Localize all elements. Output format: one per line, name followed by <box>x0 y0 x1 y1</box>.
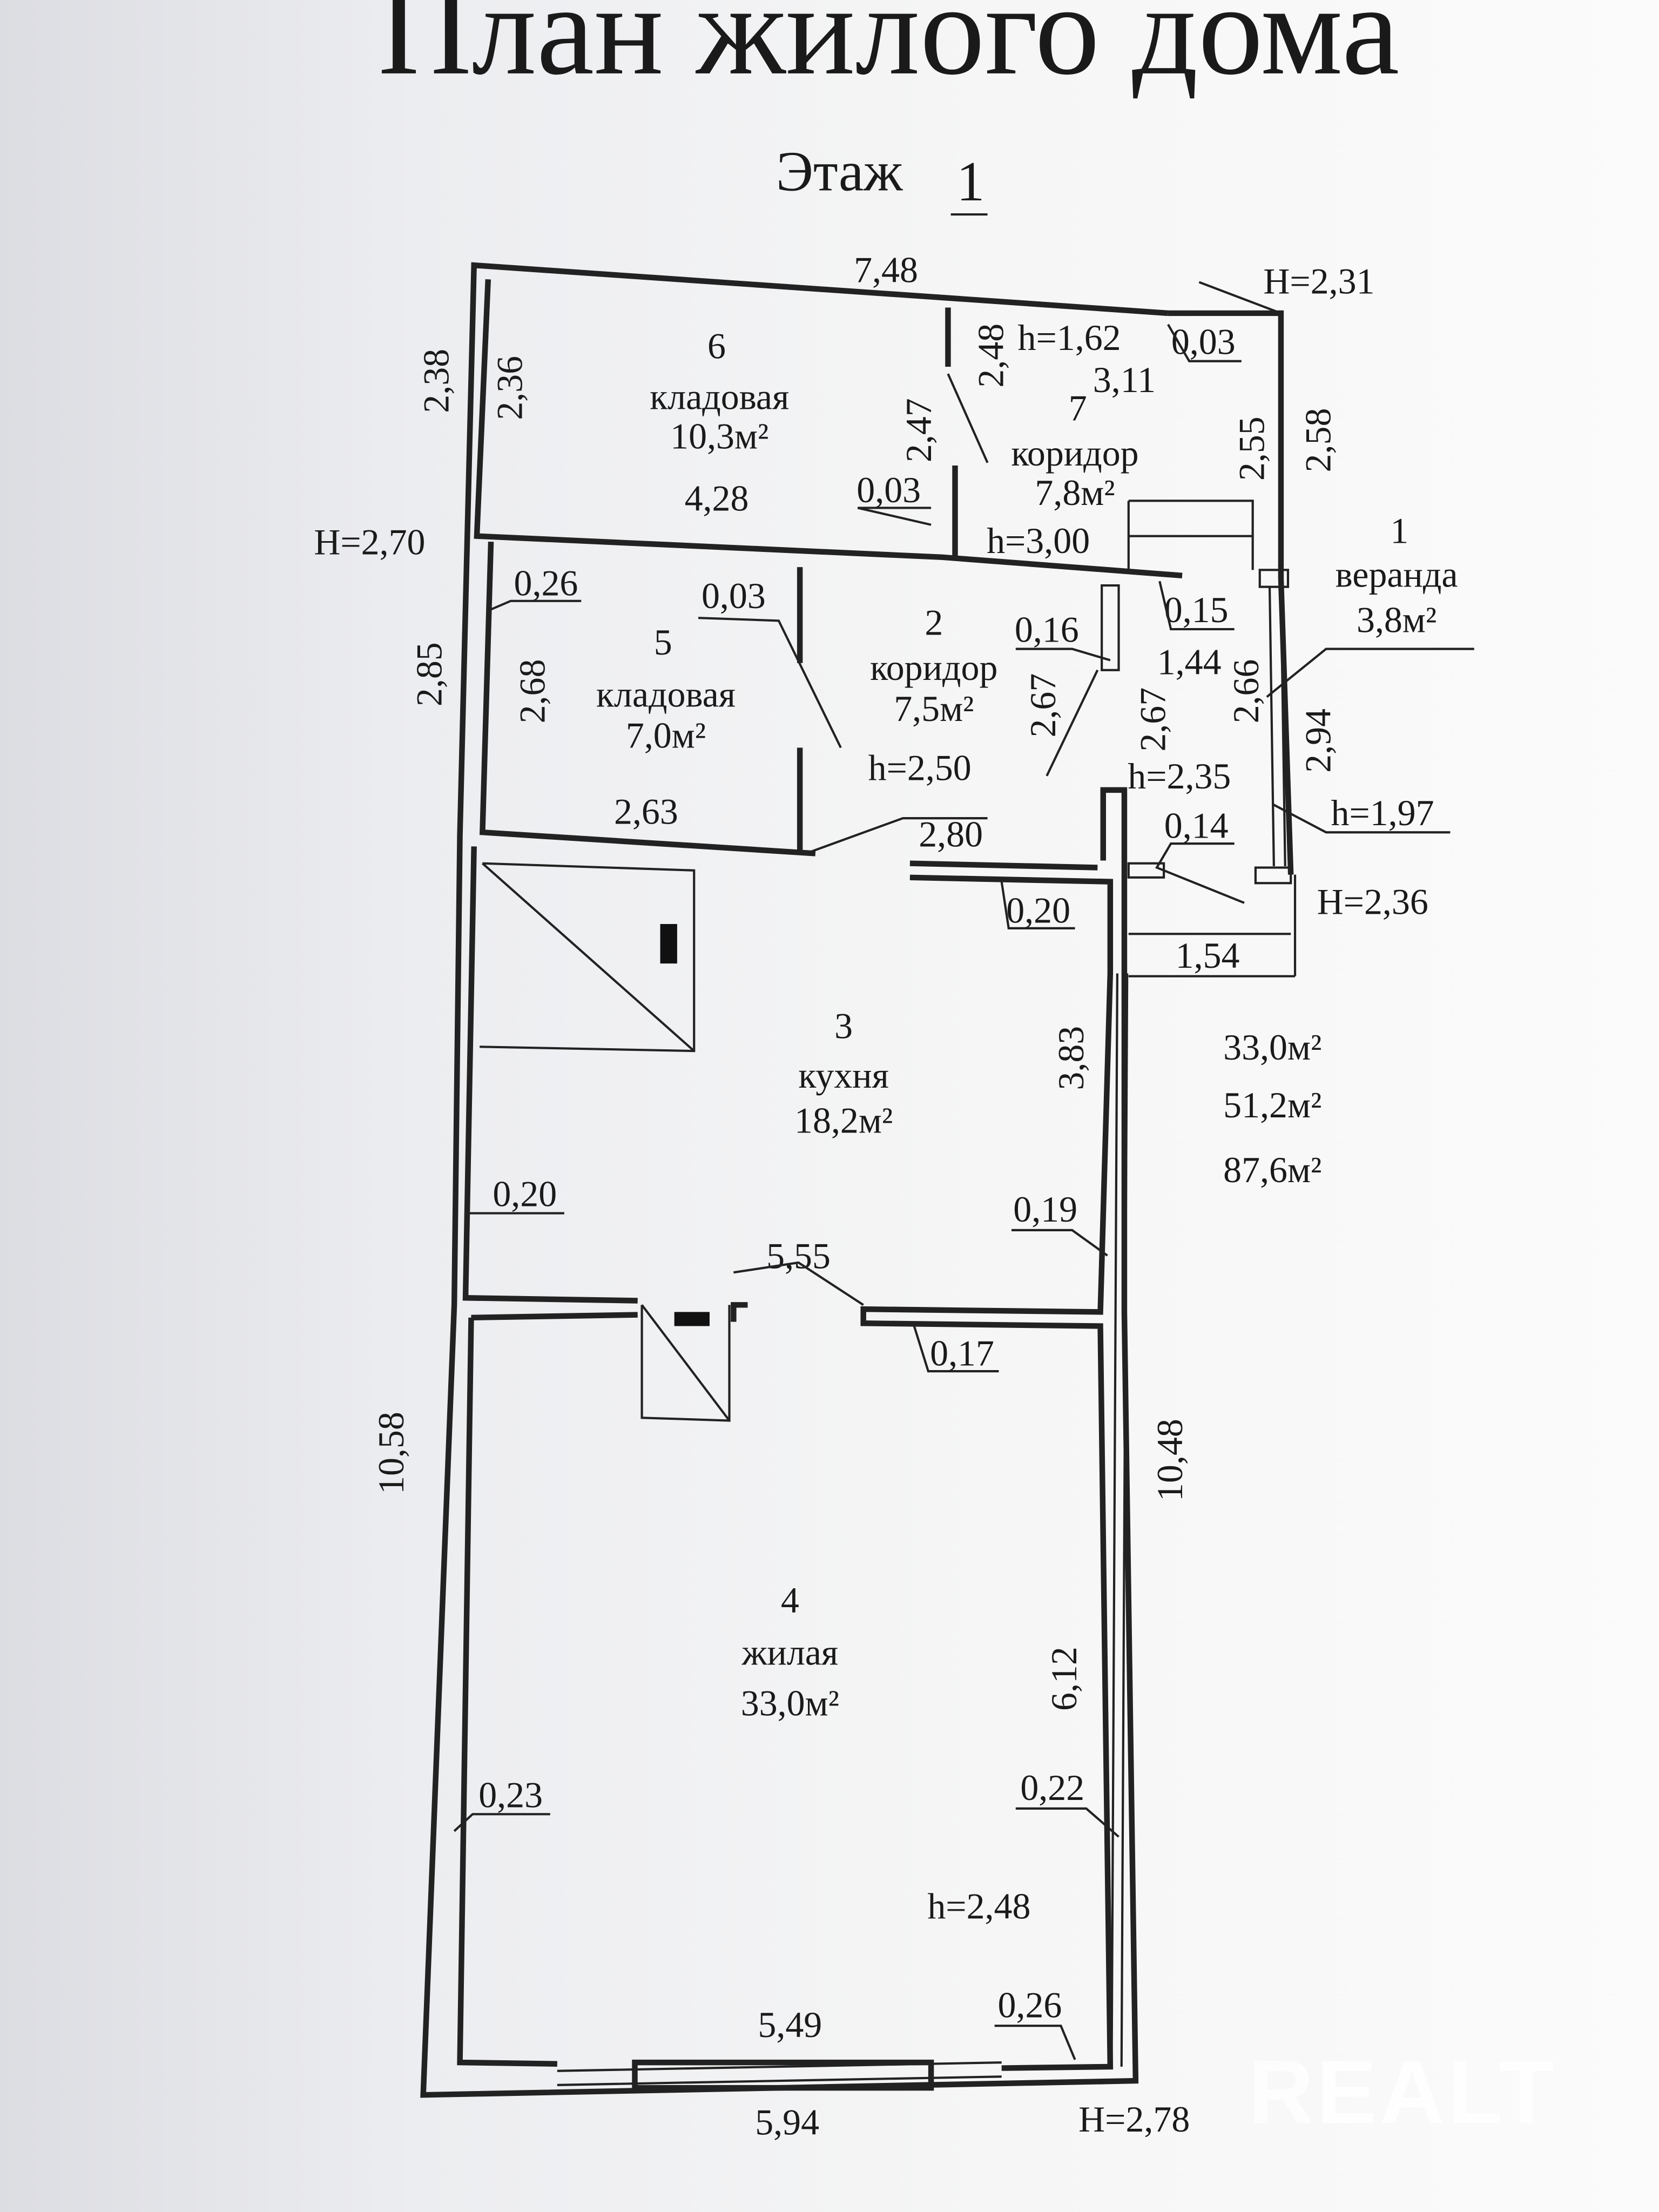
room-area: 10,3м² <box>670 416 768 457</box>
height-label: h=2,50 <box>868 747 972 788</box>
dimension-label: 2,85 <box>409 642 450 706</box>
dimension-label: 2,94 <box>1297 709 1338 773</box>
height-label: h=2,48 <box>927 1886 1030 1927</box>
height-label: H=2,36 <box>1317 881 1428 922</box>
height-label: h=1,62 <box>1018 317 1121 358</box>
room-area: 33,0м² <box>741 1682 839 1723</box>
dimension-label: 2,47 <box>898 398 939 462</box>
dimension-label: 0,03 <box>702 575 766 616</box>
dimension-label: 2,36 <box>489 356 530 420</box>
room-name: кладовая <box>596 674 736 715</box>
leader-lines <box>453 281 1474 2060</box>
room-area: 18,2м² <box>794 1100 893 1141</box>
height-label: h=1,97 <box>1331 792 1434 833</box>
summary-area: 33,0м² <box>1223 1027 1321 1068</box>
room-3: 3 кухня 18,2м² <box>794 1006 893 1141</box>
room-area: 7,0м² <box>626 714 706 756</box>
area-summary: 33,0м² 51,2м² 87,6м² <box>1223 1027 1321 1190</box>
dimension-label: 2,80 <box>919 813 983 854</box>
room-7: 7 коридор 7,8м² <box>1011 387 1138 513</box>
dimension-label: 5,55 <box>766 1235 831 1276</box>
stove-mark <box>660 924 677 964</box>
room-name: кладовая <box>650 376 789 417</box>
summary-area: 51,2м² <box>1223 1084 1321 1125</box>
height-label: H=2,70 <box>314 522 425 563</box>
dimension-label: 10,48 <box>1149 1419 1190 1501</box>
dimension-label: 0,26 <box>514 562 578 603</box>
dimension-label: 2,38 <box>416 349 457 413</box>
dimension-label: 0,20 <box>493 1173 557 1214</box>
dimension-label: 5,94 <box>755 2101 819 2142</box>
room-6: 6 кладовая 10,3м² <box>650 326 789 457</box>
plan-title: План жилого дома <box>378 0 1399 102</box>
dimension-label: 0,23 <box>478 1774 543 1815</box>
room-name: коридор <box>870 647 997 688</box>
dimension-label: 1,54 <box>1176 935 1240 976</box>
room-number: 6 <box>707 326 726 367</box>
dimension-labels: 7,48 2,38 2,36 2,47 2,48 0,03 3,11 2,55 … <box>370 249 1338 2142</box>
summary-area: 87,6м² <box>1223 1149 1321 1190</box>
room-name: кухня <box>798 1055 889 1096</box>
room-name: коридор <box>1011 433 1138 474</box>
dimension-label: 2,67 <box>1132 687 1174 752</box>
room-area: 7,8м² <box>1035 472 1115 513</box>
dimension-label: 2,67 <box>1022 673 1063 738</box>
dimension-label: 2,68 <box>511 659 552 724</box>
dimension-label: 0,22 <box>1020 1767 1084 1808</box>
dimension-label: 0,03 <box>1171 321 1236 362</box>
room-name: веранда <box>1336 554 1458 595</box>
room-number: 3 <box>834 1006 853 1047</box>
room-5: 5 кладовая 7,0м² <box>596 622 736 756</box>
height-label: H=2,31 <box>1263 260 1374 301</box>
dimension-label: 0,19 <box>1013 1189 1077 1230</box>
floor-number: 1 <box>956 150 984 213</box>
dimension-label: 0,14 <box>1164 805 1229 846</box>
height-label: h=2,35 <box>1128 756 1231 797</box>
floor-label: Этаж <box>776 140 903 203</box>
dimension-label: 1,44 <box>1157 642 1222 683</box>
room-area: 3,8м² <box>1357 599 1437 640</box>
room-number: 7 <box>1069 387 1087 428</box>
dimension-label: 3,83 <box>1050 1026 1091 1090</box>
dimension-label: 2,66 <box>1225 659 1266 724</box>
dimension-label: 10,58 <box>370 1412 412 1494</box>
room-number: 1 <box>1390 510 1408 551</box>
walls <box>420 262 1297 2098</box>
dimension-label: 3,11 <box>1093 359 1156 400</box>
room-number: 5 <box>654 622 672 663</box>
dimension-label: 2,63 <box>614 791 678 832</box>
dimension-label: 2,48 <box>970 323 1011 388</box>
height-labels: H=2,31 h=1,62 H=2,70 h=3,00 h=2,50 h=2,3… <box>314 260 1434 2140</box>
dimension-label: 2,55 <box>1231 416 1272 481</box>
height-label: H=2,78 <box>1078 2099 1190 2140</box>
height-label: h=3,00 <box>987 520 1090 561</box>
dimension-label: 4,28 <box>685 478 749 519</box>
room-2: 2 коридор 7,5м² <box>870 602 997 729</box>
room-number: 2 <box>925 602 943 643</box>
dimension-label: 0,26 <box>998 1985 1062 2026</box>
dimension-label: 0,17 <box>930 1333 994 1374</box>
dimension-label: 6,12 <box>1043 1647 1084 1711</box>
realt-watermark: REALT <box>1249 2042 1557 2142</box>
dimension-label: 0,16 <box>1015 609 1079 650</box>
dimension-label: 7,48 <box>854 249 918 290</box>
room-name: жилая <box>741 1631 839 1673</box>
room-number: 4 <box>781 1580 799 1621</box>
room-1: 1 веранда 3,8м² <box>1336 510 1458 640</box>
room-4: 4 жилая 33,0м² <box>741 1580 839 1724</box>
dimension-label: 0,03 <box>857 469 921 510</box>
dimension-label: 2,58 <box>1297 408 1338 473</box>
dimension-label: 0,20 <box>1006 889 1070 930</box>
dimension-label: 0,15 <box>1164 589 1229 630</box>
room-area: 7,5м² <box>894 688 974 729</box>
dimension-label: 5,49 <box>758 2004 822 2045</box>
